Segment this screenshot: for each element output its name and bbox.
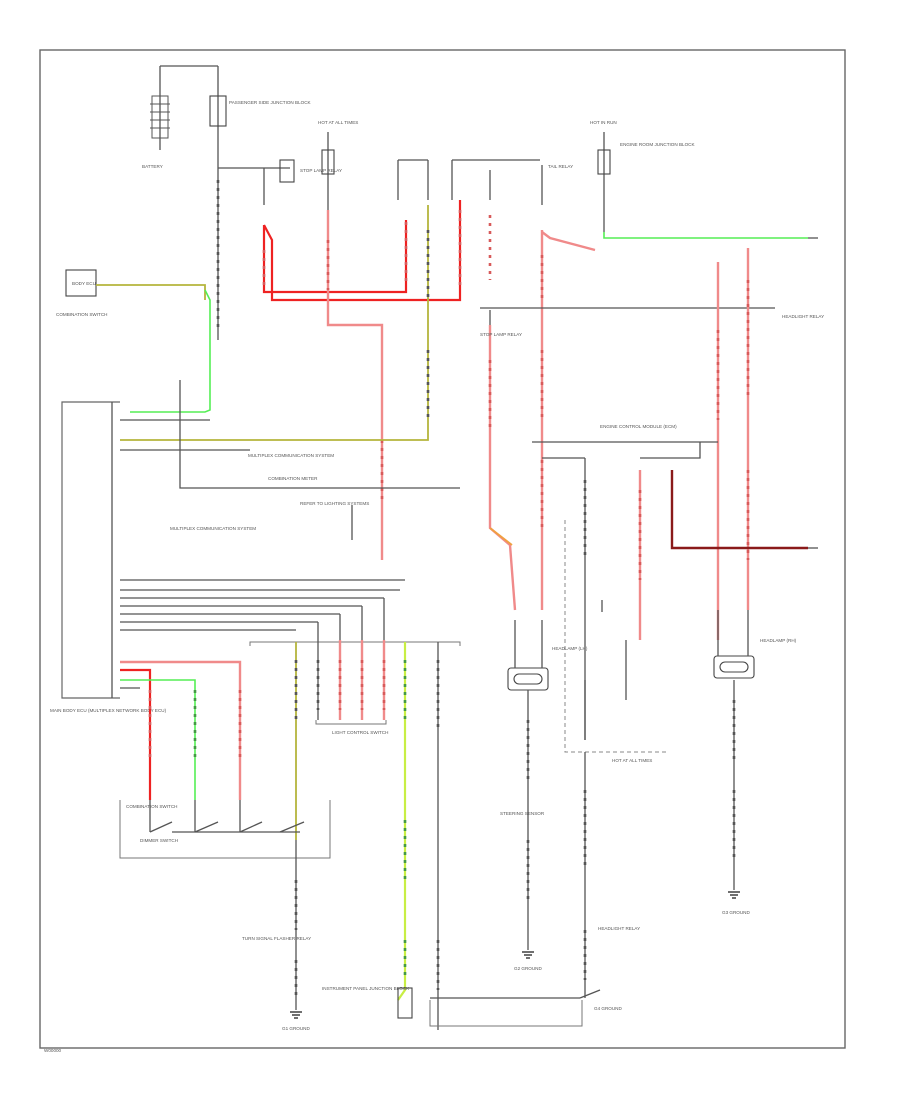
main-body-ecu: MAIN BODY ECU (MULTIPLEX NETWORK BODY EC…: [50, 380, 460, 713]
light-control-switch: LIGHT CONTROL SWITCH: [249, 640, 461, 735]
fuse-block: PASSENGER SIDE JUNCTION BLOCK: [209, 66, 312, 340]
svg-text:HEADLAMP (LH): HEADLAMP (LH): [552, 646, 588, 651]
ground-4: G4 GROUND: [594, 1006, 623, 1011]
svg-text:HOT AT ALL TIMES: HOT AT ALL TIMES: [612, 758, 652, 763]
svg-text:TURN SIGNAL FLASHER RELAY: TURN SIGNAL FLASHER RELAY: [242, 936, 311, 941]
svg-text:DIMMER SWITCH: DIMMER SWITCH: [140, 838, 178, 843]
svg-text:ENGINE CONTROL MODULE (ECM): ENGINE CONTROL MODULE (ECM): [600, 424, 677, 429]
diagram-frame: [39, 49, 846, 1049]
svg-text:G4 GROUND: G4 GROUND: [594, 1006, 623, 1011]
ecu-to-combination-switch: [120, 660, 242, 800]
svg-text:PASSENGER SIDE JUNCTION BLOCK: PASSENGER SIDE JUNCTION BLOCK: [229, 100, 312, 105]
svg-text:REFER TO LIGHTING SYSTEMS: REFER TO LIGHTING SYSTEMS: [300, 501, 369, 506]
ground-1: G1 GROUND: [282, 1011, 311, 1031]
dark-red-feed: [670, 470, 818, 550]
body-ecu: BODY ECU COMBINATION SWITCH: [56, 269, 211, 413]
pink-verticals-right: [488, 248, 750, 640]
svg-text:LIGHT CONTROL SWITCH: LIGHT CONTROL SWITCH: [332, 730, 388, 735]
headlight-relay: HEADLIGHT RELAY: [480, 307, 824, 325]
svg-text:G3 GROUND: G3 GROUND: [722, 910, 751, 915]
svg-text:BODY ECU: BODY ECU: [72, 281, 96, 286]
pink-feed-tail: [488, 215, 596, 420]
svg-text:G2 GROUND: G2 GROUND: [514, 966, 543, 971]
svg-text:COMBINATION METER: COMBINATION METER: [268, 476, 318, 481]
hot-at-all-times-1: HOT AT ALL TIMES: [318, 120, 358, 210]
svg-text:MAIN BODY ECU (MULTIPLEX NETWO: MAIN BODY ECU (MULTIPLEX NETWORK BODY EC…: [50, 708, 167, 713]
svg-text:COMBINATION SWITCH: COMBINATION SWITCH: [56, 312, 107, 317]
ground-3: G3 GROUND: [722, 891, 751, 915]
lime-signal-lines: [294, 642, 440, 1030]
svg-text:STEERING SENSOR: STEERING SENSOR: [500, 811, 545, 816]
svg-text:HOT AT ALL TIMES: HOT AT ALL TIMES: [318, 120, 358, 125]
svg-text:HOT IN RUN: HOT IN RUN: [590, 120, 617, 125]
hot-in-run: HOT IN RUN ENGINE ROOM JUNCTION BLOCK: [590, 120, 818, 239]
svg-text:G1 GROUND: G1 GROUND: [282, 1026, 311, 1031]
combination-switch-lower: COMBINATION SWITCH DIMMER SWITCH TURN SI…: [119, 800, 331, 1010]
red-power-bus: [262, 200, 462, 560]
svg-text:BATTERY: BATTERY: [142, 164, 163, 169]
headlamp-rh: HEADLAMP (RH): [713, 610, 797, 890]
svg-text:MULTIPLEX COMMUNICATION SYSTEM: MULTIPLEX COMMUNICATION SYSTEM: [248, 453, 334, 458]
misc-labels: HEADLIGHT RELAY STOP LAMP RELAY: [480, 332, 640, 931]
svg-text:HEADLIGHT RELAY: HEADLIGHT RELAY: [598, 926, 640, 931]
ecu-output-bus: [120, 579, 405, 640]
svg-text:HEADLIGHT RELAY: HEADLIGHT RELAY: [782, 314, 824, 319]
svg-text:STOP LAMP RELAY: STOP LAMP RELAY: [480, 332, 522, 337]
instrument-panel-jb: INSTRUMENT PANEL JUNCTION BLOCK: [322, 986, 583, 1027]
svg-text:ENGINE ROOM JUNCTION BLOCK: ENGINE ROOM JUNCTION BLOCK: [620, 142, 695, 147]
turn-signal-box: HOT AT ALL TIMES: [564, 520, 668, 999]
tail-relay: TAIL RELAY: [397, 159, 573, 205]
svg-text:TAIL RELAY: TAIL RELAY: [548, 164, 573, 169]
yellow-bus: [120, 205, 430, 441]
stop-relay: STOP LAMP RELAY: [218, 159, 342, 205]
engine-control-module: ENGINE CONTROL MODULE (ECM): [532, 424, 718, 740]
svg-text:COMBINATION SWITCH: COMBINATION SWITCH: [126, 804, 177, 809]
ground-2: G2 GROUND: [514, 951, 543, 971]
svg-text:HEADLAMP (RH): HEADLAMP (RH): [760, 638, 797, 643]
svg-text:STOP LAMP RELAY: STOP LAMP RELAY: [300, 168, 342, 173]
battery: BATTERY: [142, 65, 218, 169]
svg-text:MULTIPLEX COMMUNICATION SYSTEM: MULTIPLEX COMMUNICATION SYSTEM: [170, 526, 256, 531]
svg-text:INSTRUMENT PANEL JUNCTION BLOC: INSTRUMENT PANEL JUNCTION BLOCK: [322, 986, 410, 991]
headlamp-lh: HEADLAMP (LH) STEERING SENSOR: [500, 620, 588, 950]
corner-id: W00000: [44, 1048, 62, 1053]
